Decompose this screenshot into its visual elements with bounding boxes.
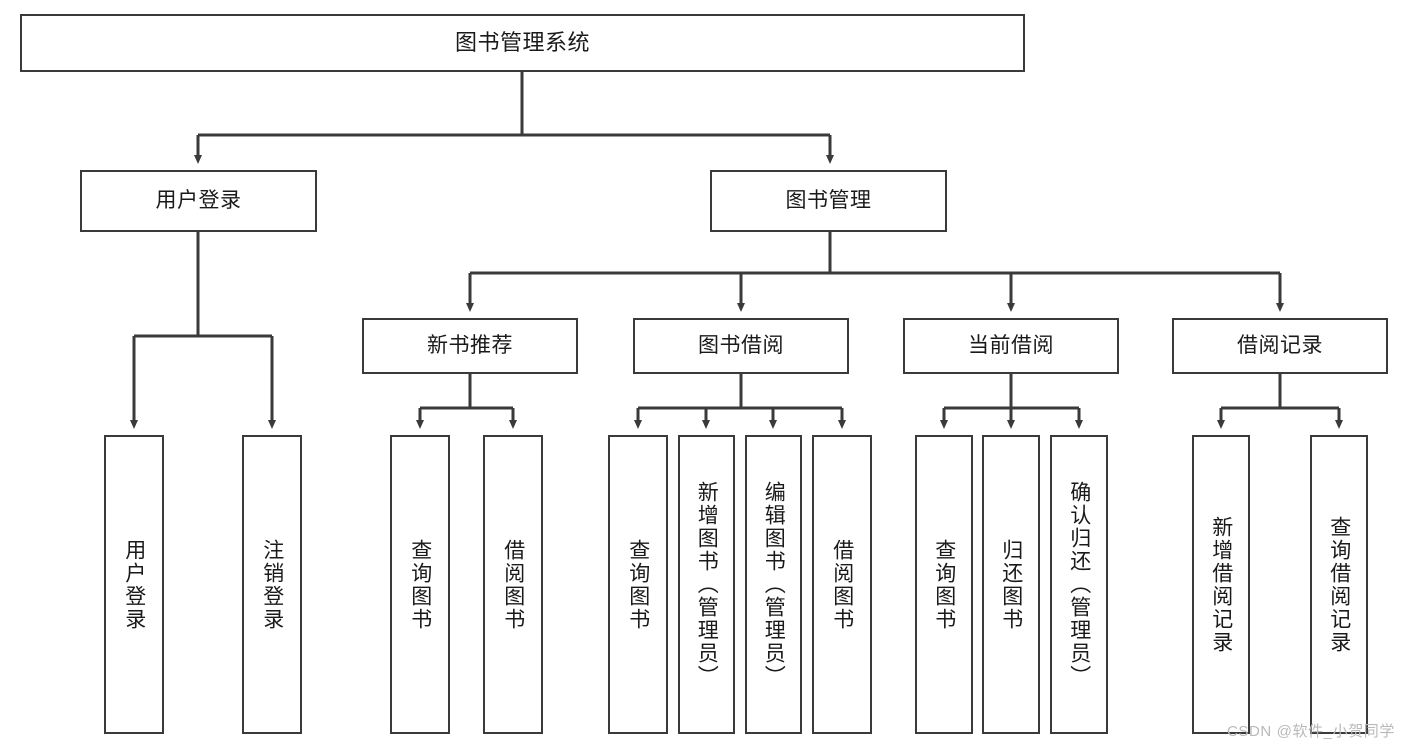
node-leaf-query-books-3[interactable]: 查询图书	[915, 435, 973, 734]
node-user-login-label: 用户登录	[155, 189, 242, 213]
node-leaf-confirm-return-admin-label: 确认归还（管理员）	[1067, 481, 1091, 688]
node-leaf-add-borrow-record[interactable]: 新增借阅记录	[1192, 435, 1250, 734]
node-book-management-label: 图书管理	[785, 189, 872, 213]
node-leaf-borrow-books-2[interactable]: 借阅图书	[812, 435, 872, 734]
node-borrow-records-label: 借阅记录	[1237, 334, 1323, 358]
node-new-book-recommend-label: 新书推荐	[427, 334, 513, 358]
node-book-management[interactable]: 图书管理	[710, 170, 947, 232]
node-leaf-query-borrow-record-label: 查询借阅记录	[1327, 515, 1351, 654]
node-leaf-logout-label: 注销登录	[260, 538, 284, 631]
node-root-label: 图书管理系统	[454, 29, 590, 55]
node-leaf-confirm-return-admin[interactable]: 确认归还（管理员）	[1050, 435, 1108, 734]
node-leaf-query-borrow-record[interactable]: 查询借阅记录	[1310, 435, 1368, 734]
node-leaf-query-books-1-label: 查询图书	[408, 538, 432, 631]
node-leaf-edit-book-admin[interactable]: 编辑图书（管理员）	[745, 435, 802, 734]
node-leaf-logout[interactable]: 注销登录	[242, 435, 302, 734]
node-borrow-records[interactable]: 借阅记录	[1172, 318, 1388, 374]
node-leaf-query-books-1[interactable]: 查询图书	[390, 435, 450, 734]
node-current-borrow-label: 当前借阅	[968, 334, 1054, 358]
node-leaf-borrow-books-1-label: 借阅图书	[501, 538, 525, 631]
node-leaf-query-books-2[interactable]: 查询图书	[608, 435, 668, 734]
node-leaf-user-login[interactable]: 用户登录	[104, 435, 164, 734]
node-leaf-add-book-admin-label: 新增图书（管理员）	[695, 481, 719, 688]
node-leaf-query-books-2-label: 查询图书	[626, 538, 650, 631]
node-current-borrow[interactable]: 当前借阅	[903, 318, 1119, 374]
node-leaf-user-login-label: 用户登录	[122, 538, 146, 631]
node-user-login[interactable]: 用户登录	[80, 170, 317, 232]
node-leaf-edit-book-admin-label: 编辑图书（管理员）	[762, 481, 786, 688]
node-leaf-borrow-books-1[interactable]: 借阅图书	[483, 435, 543, 734]
node-leaf-borrow-books-2-label: 借阅图书	[830, 538, 854, 631]
node-leaf-add-borrow-record-label: 新增借阅记录	[1209, 515, 1233, 654]
node-leaf-query-books-3-label: 查询图书	[932, 538, 956, 631]
node-leaf-return-books[interactable]: 归还图书	[982, 435, 1040, 734]
node-leaf-return-books-label: 归还图书	[999, 538, 1023, 631]
node-new-book-recommend[interactable]: 新书推荐	[362, 318, 578, 374]
node-book-borrow[interactable]: 图书借阅	[633, 318, 849, 374]
node-leaf-add-book-admin[interactable]: 新增图书（管理员）	[678, 435, 735, 734]
node-book-borrow-label: 图书借阅	[698, 334, 784, 358]
node-root[interactable]: 图书管理系统	[20, 14, 1025, 72]
